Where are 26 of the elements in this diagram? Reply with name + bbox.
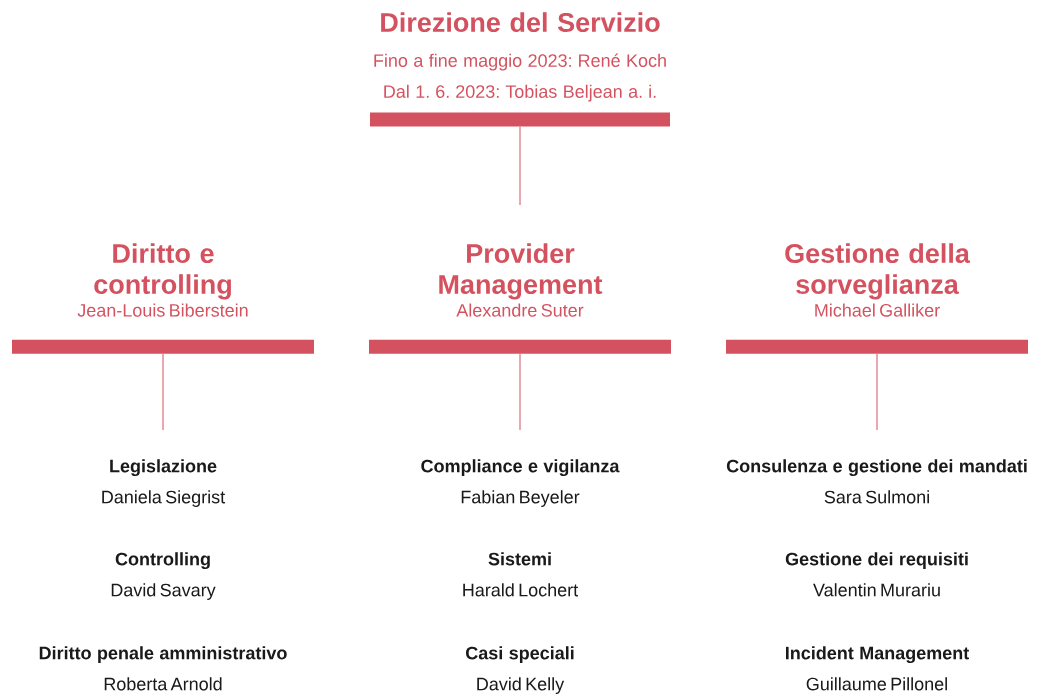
department-block: Diritto e controlling Jean-Louis Biberstein bbox=[12, 243, 314, 354]
department-block: Gestione della sorveglianza Michael Galliker bbox=[726, 243, 1028, 354]
connector-line bbox=[519, 126, 521, 206]
node-label: Diritto e controlling bbox=[94, 243, 231, 300]
node-label: Fino a fine maggio 2023: René Koch bbox=[374, 53, 666, 71]
connector-line bbox=[876, 353, 878, 431]
node-label: Provider Management bbox=[439, 243, 603, 300]
unit-label: Sistemi Harald Lochert bbox=[463, 552, 579, 597]
connector-line bbox=[519, 353, 521, 431]
unit-label: Diritto penale amministrativo Roberta Arnold bbox=[39, 646, 287, 691]
node-label: Dal 1. 6. 2023: Tobias Beljean a. i. bbox=[384, 84, 656, 102]
node-label: Direzione del Servizio bbox=[381, 12, 660, 33]
node-label: Jean-Louis Biberstein bbox=[77, 303, 248, 317]
node-label: Alexandre Suter bbox=[456, 303, 584, 317]
unit-label: Consulenza e gestione dei mandati Sara Sulmoni bbox=[726, 459, 1027, 504]
direction-block: Direzione del Servizio Fino a fine maggio 2023: René Koch Dal 1. 6. 2023: Tobias Beljean a. i. bbox=[370, 12, 670, 127]
department-block: Provider Management Alexandre Suter bbox=[369, 243, 671, 354]
node-label: Michael Galliker bbox=[815, 303, 940, 317]
unit-label: Legislazione Daniela Siegrist bbox=[102, 459, 226, 507]
unit-label: Incident Management Guillaume Pillonel bbox=[786, 646, 969, 691]
unit-label: Gestione dei requisiti Valentin Murariu bbox=[785, 552, 968, 597]
unit-label: Controlling David Savary bbox=[111, 552, 216, 600]
unit-label: Compliance e vigilanza Fabian Beyeler bbox=[421, 459, 620, 507]
connector-line bbox=[162, 353, 164, 431]
node-label: Gestione della sorveglianza bbox=[785, 243, 971, 300]
unit-label: Casi speciali David Kelly bbox=[466, 646, 574, 694]
